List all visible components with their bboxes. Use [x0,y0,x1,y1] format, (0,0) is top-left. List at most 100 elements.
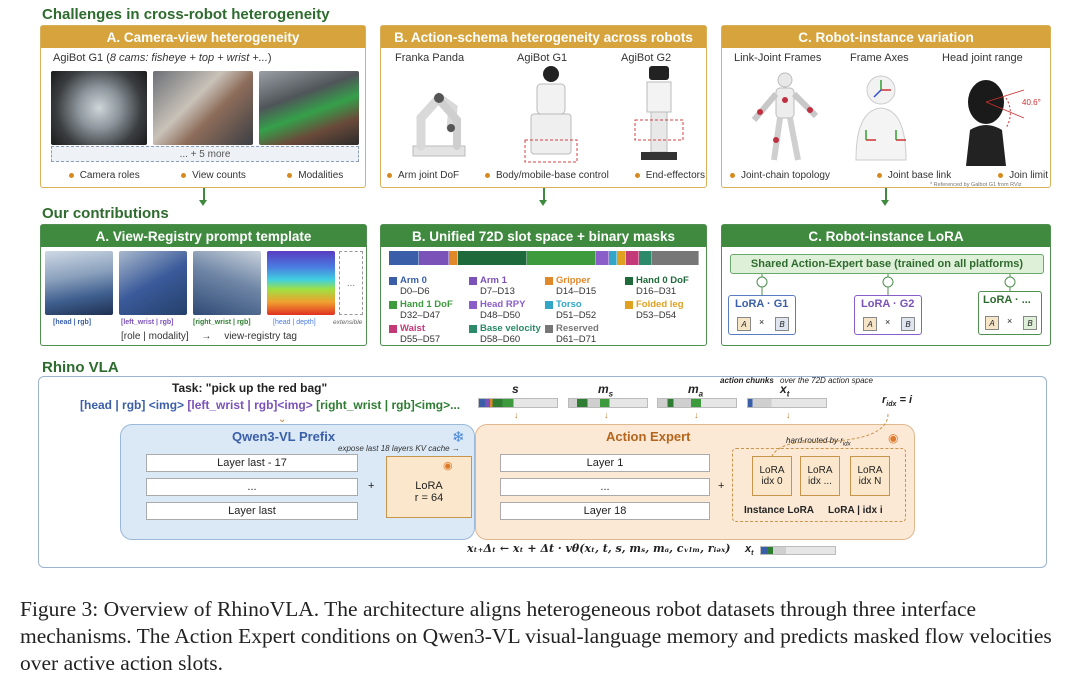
token-arrow: ↓ [694,410,699,420]
slot-bar-segment [389,251,420,265]
qwen-prefix-title: Qwen3-VL Prefix [232,429,336,444]
action-expert-title: Action Expert [606,429,691,444]
arrow-head-a [199,200,207,206]
g1-robot-illustration [524,66,578,163]
r-idx-eq: = i [896,394,912,406]
hard-routed-text: hard-routed by r [786,436,843,445]
panel-instance-lora: C. Robot-instance LoRA Shared Action-Exp… [721,224,1051,346]
view-right-wrist-image [193,251,261,315]
action-bullet-ee: End-effectors [634,170,705,181]
bullet-dot [387,172,392,178]
slot-swatch [469,301,477,309]
vla-ma-label: ma [688,382,703,398]
action-chunks-label: action chunks over the 72D action space [720,376,873,385]
slot-range: D55–D57 [400,334,441,345]
instance-lora-label: Instance LoRA [744,505,815,516]
instance-bullets: Joint-chain topology Joint base link Joi… [730,170,1048,181]
instance-bullet-topology: Joint-chain topology [730,170,830,181]
slot-swatch [625,301,633,309]
camera-bullet-counts-text: View counts [192,170,246,181]
bullet-dot [634,172,640,178]
more-cameras-text: ... + 5 more [179,148,231,160]
panel-slot-space-header: B. Unified 72D slot space + binary masks [381,225,706,247]
slot-name: Waist [400,323,425,334]
token-strip-ms [568,398,648,408]
prefix-layer-last: Layer last [146,502,358,520]
slot-swatch [469,325,477,333]
slot-swatch [625,277,633,285]
slot-swatch [389,325,397,333]
instance-col-head-range: Head joint range [942,52,1023,64]
vla-ms-sub: s [608,389,614,399]
slot-bar-segment [651,251,699,265]
panel-robot-instance: C. Robot-instance variation Link-Joint F… [721,25,1051,188]
instance-lora-mid-label: LoRA [807,465,833,476]
camera-subtitle-italic: 8 cams: fisheye + top + wrist +... [109,52,268,64]
view-registry-role-modality: [role | modality] [121,331,189,342]
arrow-head-b [539,200,547,206]
view-tag-extensible: extensible [333,319,363,326]
r-idx-label: ridx = i [882,394,912,408]
lora-times: × [1007,316,1013,326]
slot-name: Hand 0 DoF [636,275,689,286]
instance-lora-n-label: LoRA [857,465,883,476]
robot-label-g1: AgiBot G1 [517,52,568,64]
vla-ma-sub: a [698,389,704,399]
lora-times: × [885,317,891,327]
bullet-dot [68,172,74,178]
instance-bullet-base: Joint base link [876,170,951,181]
instance-reference-note: * Referenced by Galbot G1 from RViz [930,182,1022,188]
lora-a-matrix: A [737,317,751,331]
slot-bar-segment [608,251,618,265]
slot-name: Folded leg [636,299,684,310]
slot-name: Torso [556,299,582,310]
camera-bullet-roles: Camera roles [68,170,140,181]
snowflake-icon: ❄ [452,429,465,446]
slot-name: Head RPY [480,299,526,310]
action-bullet-body: Body/mobile-base control [484,170,609,181]
fisheye-camera-image [51,71,147,145]
action-bullet-arm: Arm joint DoF [387,170,459,181]
slot-name: Arm 1 [480,275,507,286]
slot-bar-segment [617,251,626,265]
prefix-layer-first: Layer last - 17 [146,454,358,472]
slot-bar-segment [625,251,639,265]
lora-card-g2: LoRA · G2 A × B [854,295,922,335]
view-tag-head-depth: [head | depth] [273,319,316,326]
slot-range: D51–D52 [556,310,597,321]
r-idx-main: r [882,394,887,406]
prefix-lora-rank: r = 64 [414,492,444,504]
vla-task: Task: "pick up the red bag" [172,381,328,395]
panel-camera-view-header: A. Camera-view heterogeneity [41,26,365,48]
link-joint-frames-illustration [751,72,819,161]
vla-ms-label: ms [598,382,613,398]
instance-lora-n: LoRA idx N [850,456,890,496]
bullet-dot [287,172,293,178]
eq-xt-sub: t [751,550,754,558]
bullet-dot [876,172,882,178]
camera-bullets: Camera roles View counts Modalities [51,170,361,181]
token-strip-xt [747,398,827,408]
instance-col-link-joint: Link-Joint Frames [734,52,822,64]
panel-instance-lora-header: C. Robot-instance LoRA [722,225,1050,247]
slot-swatch [545,325,553,333]
panel-camera-view: A. Camera-view heterogeneity AgiBot G1 (… [40,25,366,188]
r-idx-sub: idx [886,401,897,409]
head-joint-range-illustration [966,80,1025,166]
wrist-camera-image [259,71,359,145]
camera-bullet-counts: View counts [181,170,246,181]
view-tag-left-wrist: [left_wrist | rgb] [121,319,174,326]
expert-fire-icon: ◉ [888,431,899,445]
lora-b-matrix: B [775,317,789,331]
fire-icon: ◉ [443,460,453,472]
lora-card-more: LoRA · ... A × B [978,291,1042,335]
bullet-dot [181,172,187,178]
camera-subtitle-prefix: AgiBot G1 ( [53,52,110,64]
expert-layer-middle: ... [500,478,710,496]
